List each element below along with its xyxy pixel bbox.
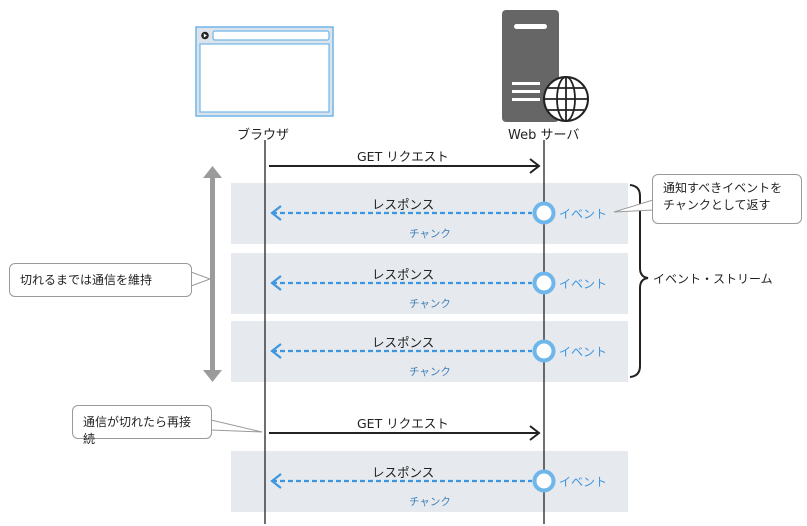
event-circle-4: [532, 469, 556, 493]
server-label: Web サーバ: [508, 128, 580, 143]
reconnect-text: 通信が切れたら再接続: [83, 415, 192, 446]
request-label-1: GET リクエスト: [357, 149, 449, 164]
reconnect-callout: 通信が切れたら再接続: [72, 405, 212, 446]
browser-window-icon: [195, 26, 334, 117]
chunk-label: チャンク: [409, 366, 451, 378]
globe-icon: [543, 76, 589, 122]
event-label: イベント: [559, 475, 608, 489]
event-stream-label: イベント・ストリーム: [653, 272, 773, 286]
notify-text-line1: 通知すべきイベントを: [663, 181, 783, 195]
event-circle-3: [532, 339, 556, 363]
chunk-label: チャンク: [409, 496, 451, 508]
response-arrow-1: [270, 201, 556, 225]
response-arrow-3: [270, 339, 556, 363]
event-label: イベント: [559, 207, 608, 221]
response-arrow-2: [270, 271, 556, 295]
request-arrow-2: [269, 425, 541, 441]
event-circle-1: [532, 201, 556, 225]
response-label: レスポンス: [372, 335, 435, 350]
request-arrow-1: [269, 158, 541, 174]
response-label: レスポンス: [372, 267, 435, 282]
notify-callout-tail: [613, 199, 654, 213]
event-label: イベント: [559, 345, 608, 359]
response-label: レスポンス: [372, 197, 435, 212]
event-stream-brace: [629, 184, 649, 378]
keep-alive-arrow: [203, 166, 222, 382]
chunk-label: チャンク: [409, 228, 451, 240]
response-label: レスポンス: [372, 465, 435, 480]
browser-label: ブラウザ: [237, 128, 290, 143]
response-arrow-4: [270, 469, 556, 493]
request-label-2: GET リクエスト: [357, 416, 449, 431]
reconnect-callout-tail: [210, 419, 263, 433]
event-label: イベント: [559, 277, 608, 291]
keep-alive-callout: 切れるまでは通信を維持: [9, 263, 192, 297]
chunk-label: チャンク: [409, 298, 451, 310]
keep-alive-callout-tail: [190, 271, 212, 287]
keep-alive-text: 切れるまでは通信を維持: [20, 273, 153, 287]
event-circle-2: [532, 271, 556, 295]
web-server-icon: [502, 10, 589, 122]
notify-text-line2: チャンクとして返す: [663, 198, 771, 212]
notify-callout: 通知すべきイベントを チャンクとして返す: [652, 174, 802, 224]
